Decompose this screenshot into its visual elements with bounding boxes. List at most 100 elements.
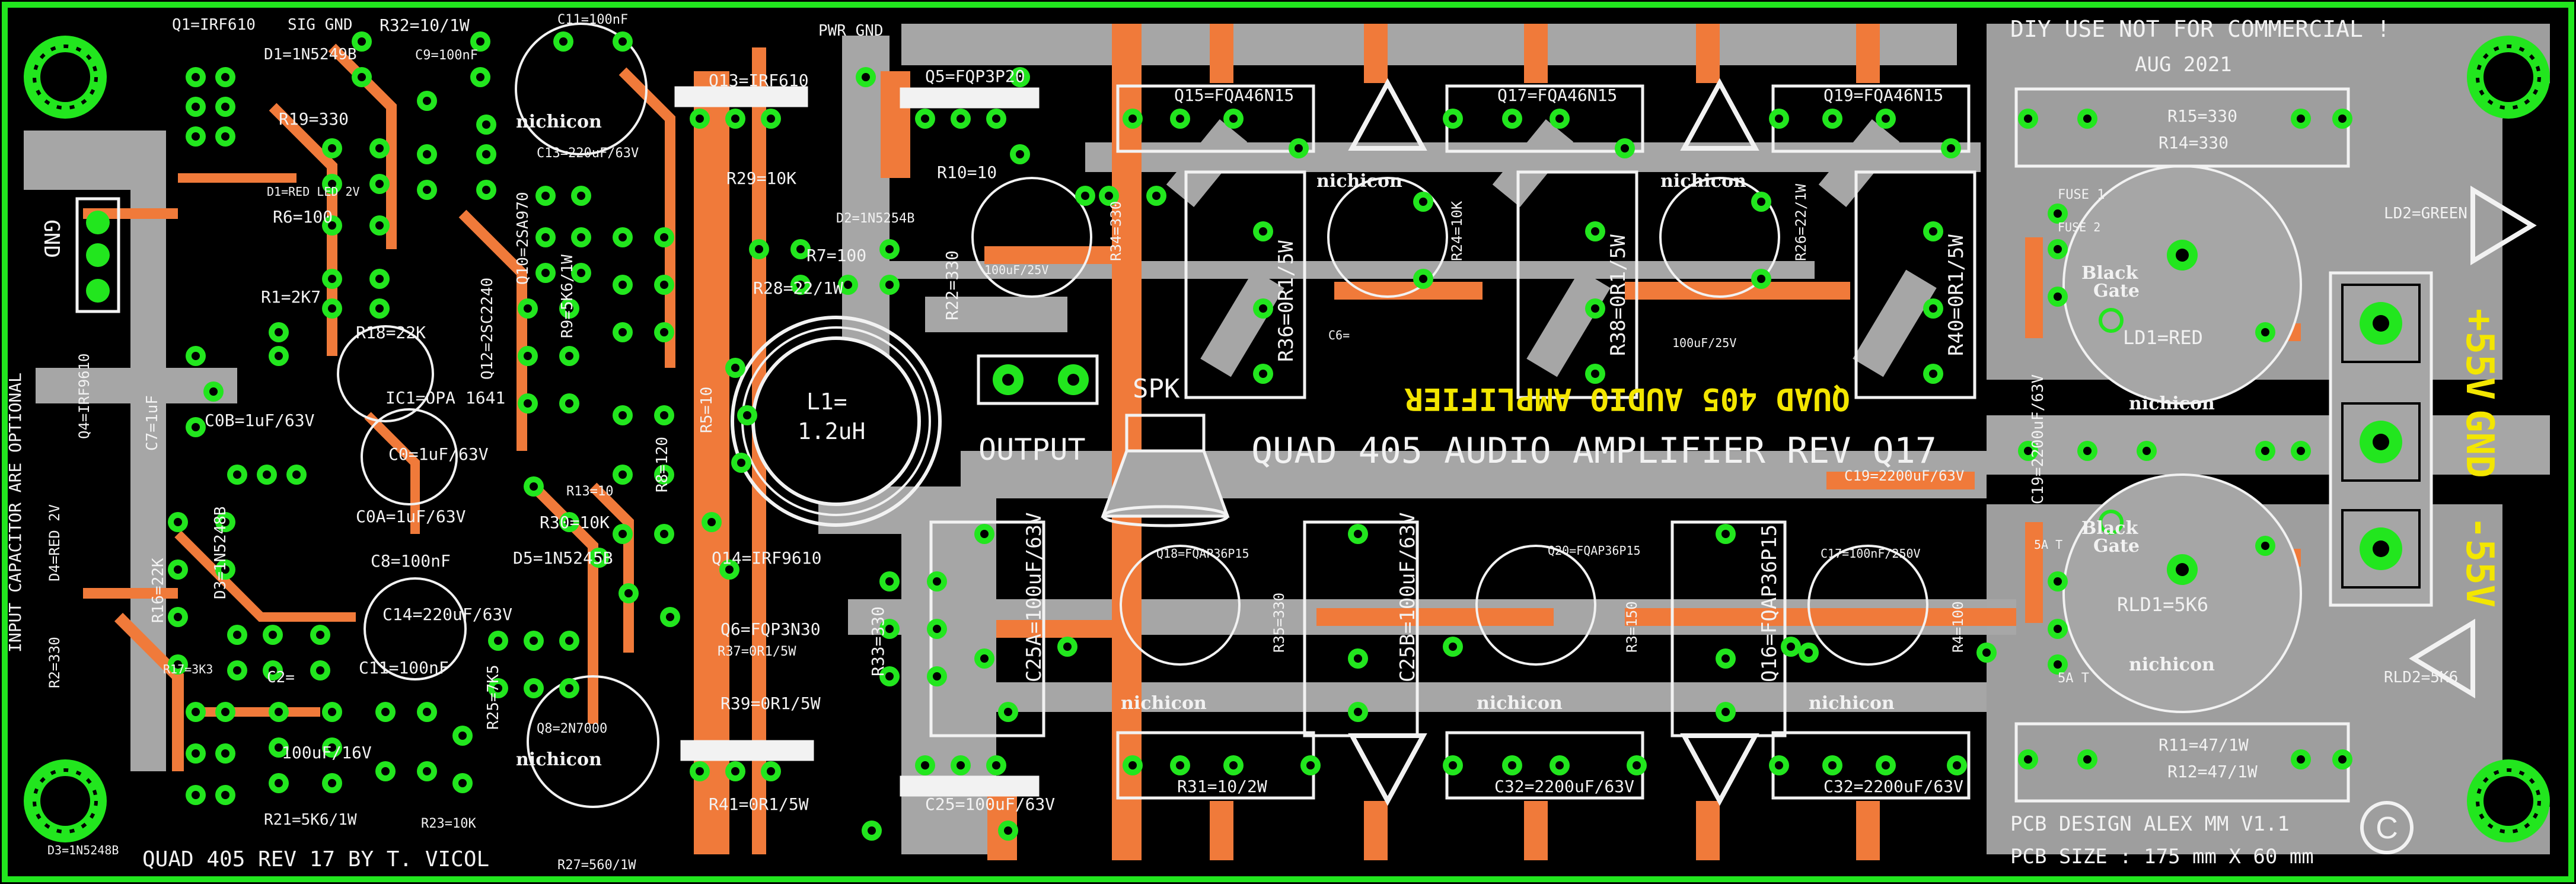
label-r26: R5=10 [698,387,716,433]
pad-hole [796,281,805,289]
label-c14: Q8=2N7000 [537,721,607,736]
label-disclaimer: DIY USE NOT FOR COMMERCIAL ! [2010,16,2390,42]
pad-hole [957,115,965,123]
pad-hole [192,352,200,360]
pad-hole [1929,227,1937,236]
pad-hole [619,281,627,289]
pad-hole [1591,227,1599,236]
label-q14: R41=0R1/5W [709,794,809,814]
pad-hole [1295,144,1303,152]
label-d1b: D1=RED LED 2V [267,185,360,199]
label-q20: C32=2200uF/63V [1823,777,1963,796]
pad-hole [624,589,633,597]
pad-hole [458,779,467,787]
label-r36: R36=0R1/5W [1274,240,1298,362]
pad-hole [565,518,573,526]
label-sig-gnd: SIG GND [288,16,353,34]
label-d3: R21=5K6/1W [264,811,357,829]
pad-hole [731,767,739,775]
pad-hole [660,233,668,241]
pad-hole [1947,144,1955,152]
pad-hole [2338,755,2347,764]
pad-hole [174,565,182,574]
brand-nichicon-5: nichicon [1121,693,1207,714]
pad-hole [1882,115,1890,123]
label-c25: Q18=FQAP36P15 [1156,546,1249,561]
label-q1: Q1=IRF610 [172,16,256,34]
pad-hole [221,132,229,141]
pad-hole [1929,370,1937,378]
label-design: PCB DESIGN ALEX MM V1.1 [2010,812,2290,836]
pad-hole [1555,761,1564,769]
label-r17: C8=100nF [371,551,451,571]
pad-hole [1259,227,1267,236]
filter-capacitors [2062,165,2302,713]
pad-hole [1259,304,1267,313]
pad-hole [980,530,989,538]
warning-icon [1680,78,1759,151]
pad-hole [530,482,538,491]
pad-hole [174,613,182,621]
mounting-hole-br [2467,759,2550,842]
pad-hole [316,666,324,675]
label-l1: L1= [806,389,847,415]
pad-hole [755,245,763,253]
pad-hole [1591,370,1599,378]
brand-nichicon-3: nichicon [1316,171,1402,192]
pad-hole [328,221,336,230]
label-gnd: GND [39,220,63,258]
label-ld1: FUSE 1 [2058,187,2105,202]
label-r7: R7=100 [806,246,866,265]
pad-hole [423,150,431,158]
pad-hole [524,352,532,360]
label-c2: C14=220uF/63V [382,605,512,624]
pad-hole [619,328,627,336]
label-c32b: LD2=GREEN [2384,205,2467,222]
label-c32a: LD1=RED [2123,326,2203,349]
pad-hole [328,708,336,716]
silkscreen-labels: Q1=IRF610 SIG GND R32=10/1W C11=100nF C9… [47,12,2467,873]
label-c25b: C17=100nF/250V [1821,546,1921,561]
mounting-hole-tl [24,36,107,119]
pad-hole [316,631,324,639]
label-c0: Q4=IRF9610 [76,354,93,440]
pad-hole [209,387,218,396]
pad-hole [619,233,627,241]
label-c9: C9=100nF [415,48,478,63]
pad-hole [1721,708,1730,716]
label-r28: R28=22/1W [753,278,843,298]
pad-hole [275,328,283,336]
label-c20: 100uF/25V [984,263,1048,277]
pad-hole [524,304,532,313]
label-r3: R9=5K6/1W [559,255,576,338]
pad-hole [577,192,585,200]
label-d5: R37=0R1/5W [718,644,796,659]
pad-hole [2297,447,2305,455]
label-q18: C32=2200uF/63V [1494,777,1634,796]
pad-hole [1354,654,1362,663]
pad-hole [375,221,384,230]
pad-hole [1016,73,1024,81]
pad-hole [381,708,390,716]
pad-hole [375,144,384,152]
pad-hole [2054,577,2062,586]
warning-icon [1680,733,1759,806]
label-spk: SPK [1133,374,1180,404]
label-r29: R29=10K [726,168,796,188]
pad-hole [1721,530,1730,538]
label-d2: D2=1N5254B [836,211,914,226]
label-q6: C25=100uF/63V [925,794,1055,814]
pad-hole [1633,761,1641,769]
inductor-l1 [731,316,942,527]
pad-hole [1508,115,1516,123]
output-terminal [977,354,1099,405]
pad-hole [482,120,490,129]
pad-hole [796,245,805,253]
pad-hole [358,37,366,46]
label-r34: R3=150 [1624,601,1640,653]
label-r14: R34=330 [1108,201,1124,261]
label-ld2: 5A T [2058,671,2089,686]
pad-hole [619,411,627,419]
pad-hole [980,654,989,663]
